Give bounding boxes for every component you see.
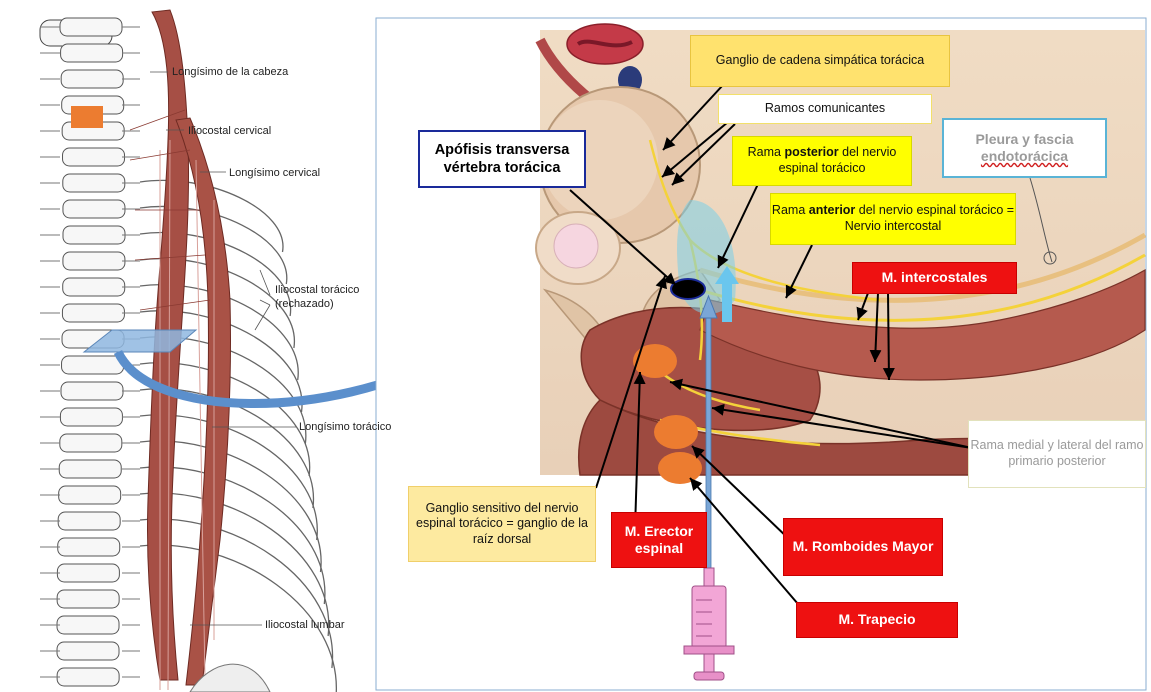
vertebra (63, 200, 125, 218)
orange-marker-square (71, 106, 103, 128)
vertebra (60, 408, 122, 426)
label-longisimo-cabeza: Longísimo de la cabeza (172, 65, 288, 79)
label-iliocostal-cervical: Iliocostal cervical (188, 124, 271, 138)
vertebra (63, 226, 125, 244)
label-m-romboides: M. Romboides Mayor (783, 518, 943, 576)
label-m-erector-espinal: M. Erector espinal (611, 512, 707, 568)
cross-section (536, 24, 1145, 484)
vertebra (57, 642, 119, 660)
vertebra (62, 356, 124, 374)
vertebra (59, 486, 121, 504)
vertebra (59, 460, 121, 478)
vertebra (57, 590, 119, 608)
label-rama-medial-lateral: Rama medial y lateral del ramo primario … (968, 420, 1146, 488)
romboides-marker (654, 415, 698, 449)
vertebra (57, 564, 119, 582)
label-rama-anterior: Rama anterior del nervio espinal torácic… (770, 193, 1016, 245)
vertebra (60, 18, 122, 36)
vertebra (63, 174, 125, 192)
label-rama-posterior: Rama posterior del nervio espinal toráci… (732, 136, 912, 186)
vertebra (58, 512, 120, 530)
label-apofisis-transversa: Apófisis transversa vértebra torácica (418, 130, 586, 188)
label-m-intercostales: M. intercostales (852, 262, 1017, 294)
vertebra (57, 616, 119, 634)
label-m-trapecio: M. Trapecio (796, 602, 958, 638)
vertebra (62, 304, 124, 322)
label-iliocostal-lumbar: Iliocostal lumbar (265, 618, 344, 632)
label-longisimo-cervical: Longísimo cervical (229, 166, 320, 180)
transverse-process-marker (671, 279, 705, 299)
label-ganglio-cadena: Ganglio de cadena simpática torácica (690, 35, 950, 87)
vertebra (60, 434, 122, 452)
vertebra (63, 278, 125, 296)
vertebra (61, 70, 123, 88)
vertebra (58, 538, 120, 556)
label-ramos-comunicantes: Ramos comunicantes (718, 94, 932, 124)
label-longisimo-toracico: Longísimo torácico (299, 420, 391, 434)
vertebra (61, 44, 123, 62)
label-ganglio-sensitivo: Ganglio sensitivo del nervio espinal tor… (408, 486, 596, 562)
label-iliocostal-toracico: Iliocostal torácico (rechazado) (275, 283, 359, 312)
vertebra (61, 382, 123, 400)
vertebra (63, 252, 125, 270)
vertebra (63, 148, 125, 166)
trapecio-marker (658, 452, 702, 484)
vertebra (57, 668, 119, 686)
